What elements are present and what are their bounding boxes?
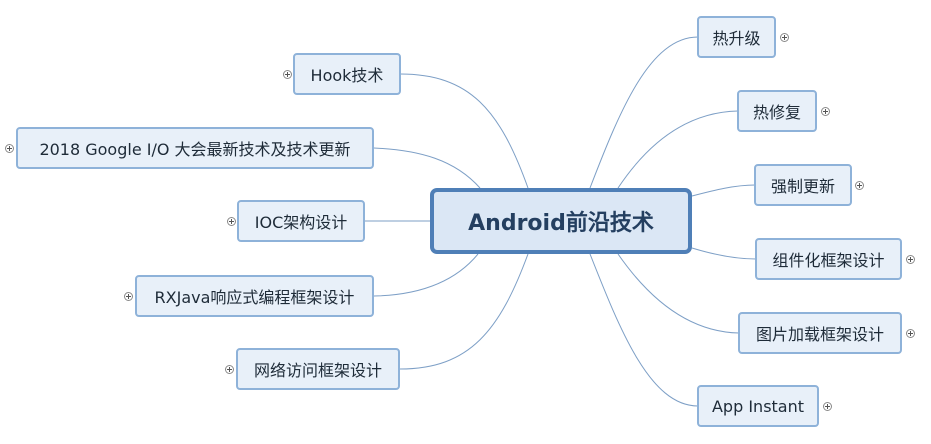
expand-icon[interactable] xyxy=(283,70,292,79)
topic-image-loading[interactable]: 图片加载框架设计 xyxy=(738,312,902,354)
topic-hotfix[interactable]: 热修复 xyxy=(737,90,817,132)
topic-label: 图片加载框架设计 xyxy=(755,325,884,344)
expand-icon[interactable] xyxy=(5,144,14,153)
connector-google-io xyxy=(373,147,481,189)
topic-rxjava[interactable]: RXJava响应式编程框架设计 xyxy=(135,275,374,317)
connector-hook xyxy=(399,73,529,189)
connector-force-update xyxy=(691,184,756,197)
topic-label: 热升级 xyxy=(712,29,761,48)
connector-network xyxy=(399,253,529,370)
expand-icon[interactable] xyxy=(225,365,234,374)
expand-icon[interactable] xyxy=(821,107,830,116)
central-topic[interactable]: Android前沿技术 xyxy=(430,188,692,254)
expand-icon[interactable] xyxy=(906,255,915,264)
connector-image-loading xyxy=(617,253,740,334)
topic-label: 组件化框架设计 xyxy=(772,251,885,270)
topic-ioc[interactable]: IOC架构设计 xyxy=(237,200,365,242)
topic-google-io[interactable]: 2018 Google I/O 大会最新技术及技术更新 xyxy=(16,127,374,169)
expand-icon[interactable] xyxy=(780,33,789,42)
topic-hot-upgrade[interactable]: 热升级 xyxy=(697,16,776,58)
topic-force-update[interactable]: 强制更新 xyxy=(754,164,852,206)
topic-label: 强制更新 xyxy=(770,177,835,196)
expand-icon[interactable] xyxy=(227,217,236,226)
topic-label: App Instant xyxy=(711,396,805,416)
topic-component[interactable]: 组件化框架设计 xyxy=(755,238,902,280)
topic-label: IOC架构设计 xyxy=(254,213,348,232)
connector-component xyxy=(691,247,757,260)
connector-hot-upgrade xyxy=(589,36,699,189)
topic-label: 热修复 xyxy=(752,103,801,122)
expand-icon[interactable] xyxy=(124,292,133,301)
topic-label: RXJava响应式编程框架设计 xyxy=(154,288,355,307)
expand-icon[interactable] xyxy=(906,329,915,338)
topic-hook[interactable]: Hook技术 xyxy=(293,53,401,95)
connector-app-instant xyxy=(589,253,699,407)
expand-icon[interactable] xyxy=(855,181,864,190)
connector-rxjava xyxy=(373,253,479,297)
central-topic-label: Android前沿技术 xyxy=(468,211,654,236)
topic-label: 2018 Google I/O 大会最新技术及技术更新 xyxy=(39,140,351,159)
topic-label: Hook技术 xyxy=(310,66,384,85)
expand-icon[interactable] xyxy=(823,402,832,411)
topic-app-instant[interactable]: App Instant xyxy=(697,385,819,427)
connector-hotfix xyxy=(617,110,739,189)
topic-label: 网络访问框架设计 xyxy=(253,361,382,380)
topic-network[interactable]: 网络访问框架设计 xyxy=(236,348,400,390)
